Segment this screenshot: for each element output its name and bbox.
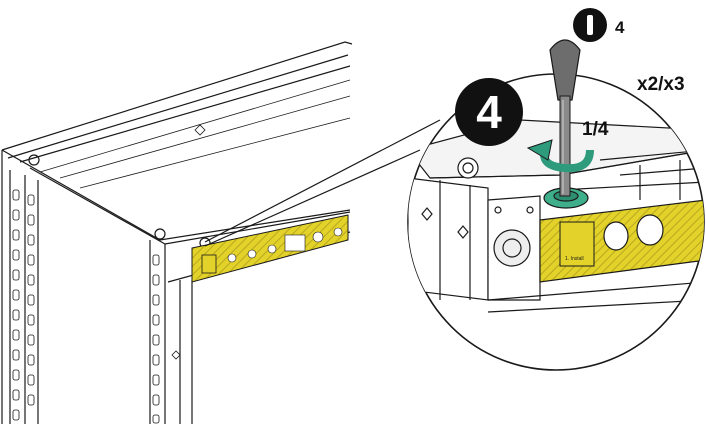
step-number: 4 <box>476 86 502 138</box>
yellow-rail <box>191 214 349 283</box>
repeat-count-label: x2/x3 <box>637 74 685 95</box>
rotation-amount-label: 1/4 <box>582 119 609 140</box>
screwdriver-icon <box>549 39 581 197</box>
tool-bit-glyph <box>587 15 593 35</box>
rack-frame <box>1 41 353 424</box>
zoom-detail: 1. Install <box>407 73 705 371</box>
quarter-turn-arrow-icon <box>526 139 594 173</box>
zoom-leader-lines <box>204 119 441 247</box>
tool-size-label: 4 <box>615 18 625 37</box>
rail-label-text: 1. Install <box>565 256 584 262</box>
step-number-badge: 4 <box>455 78 523 146</box>
upright-holes-left <box>12 189 160 424</box>
